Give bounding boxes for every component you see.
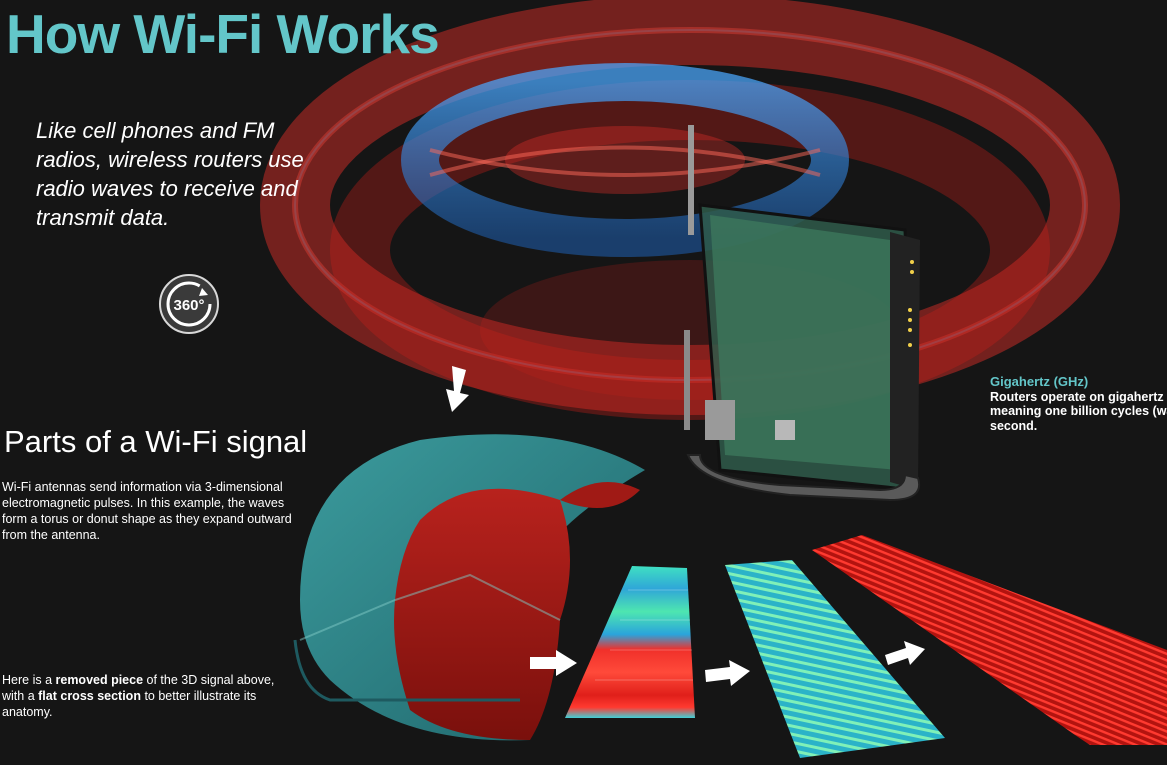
right-arrow-icon: [885, 641, 925, 665]
note-emphasis: removed piece: [55, 673, 144, 687]
note-text: of the 3D signal above, with a: [2, 673, 275, 703]
intro-text: Like cell phones and FM radios, wireless…: [36, 118, 304, 231]
cross-section-strip: [565, 566, 695, 718]
rotate-label: 360°: [173, 297, 204, 314]
gigahertz-body: Routers operate on gigahertz frequencies…: [990, 389, 1167, 433]
gigahertz-callout: Gigahertz (GHz) Routers operate on gigah…: [990, 374, 1167, 446]
note-emphasis: flat cross section: [38, 688, 141, 703]
page-title: How Wi-Fi Works: [6, 3, 440, 65]
router: [684, 125, 921, 502]
section-note: Here is a removed piece of the 3D signal…: [2, 673, 292, 721]
gigahertz-title: Gigahertz (GHz): [990, 374, 1089, 389]
right-arrow-icon: [530, 650, 577, 676]
note-text: Here is a: [2, 673, 56, 687]
signal-piece: [293, 434, 645, 741]
frequency-strip: [812, 535, 1167, 745]
rotate-360-button[interactable]: 360°: [158, 273, 220, 335]
wave-strip-detail: [725, 560, 945, 758]
right-arrow-icon: [705, 660, 750, 686]
note-text: to better illustrate its anatomy.: [2, 688, 257, 719]
section-body: Wi-Fi antennas send information via 3-di…: [2, 480, 292, 542]
down-arrow-icon: [446, 366, 469, 412]
rotate-360-icon: 360°: [159, 274, 219, 334]
section-heading: Parts of a Wi-Fi signal: [4, 424, 308, 459]
